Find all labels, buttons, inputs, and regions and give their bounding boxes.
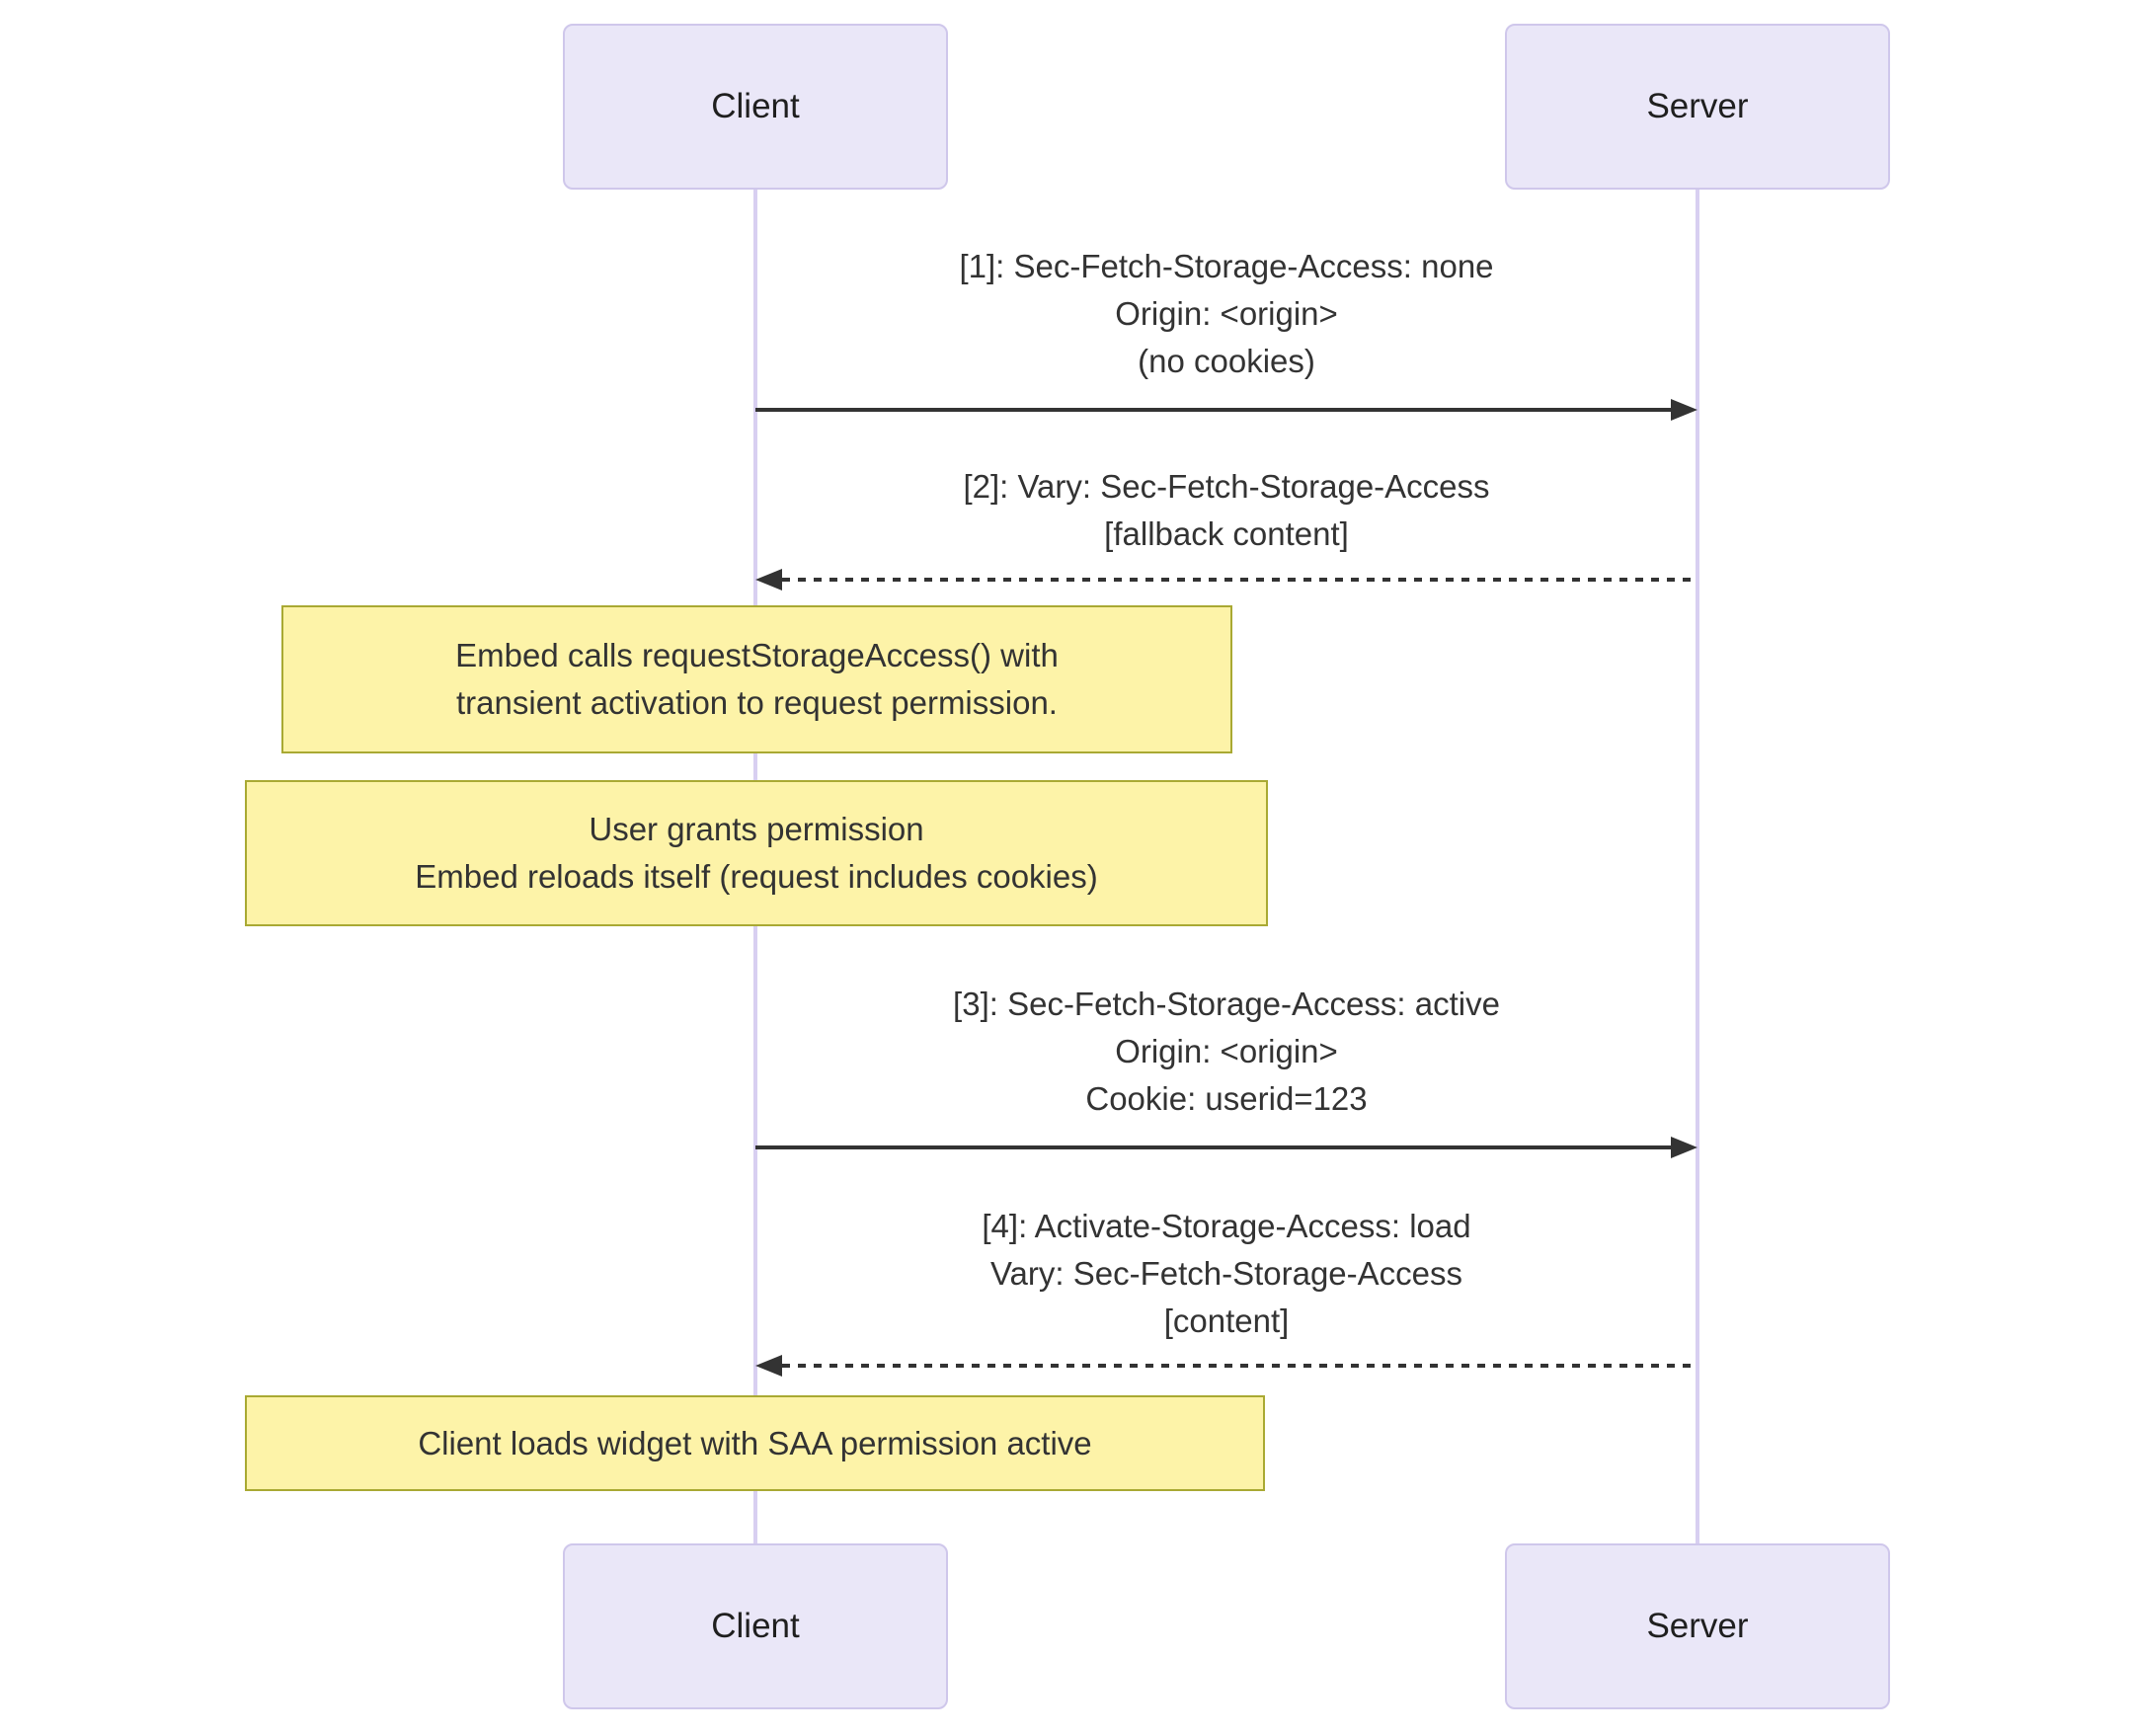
message-3-line-1: [3]: Sec-Fetch-Storage-Access: active — [953, 986, 1500, 1022]
message-3-text: [3]: Sec-Fetch-Storage-Access: active Or… — [755, 981, 1697, 1123]
message-2-line-1: [2]: Vary: Sec-Fetch-Storage-Access — [963, 468, 1490, 505]
message-4-line-2: Vary: Sec-Fetch-Storage-Access — [989, 1255, 1463, 1292]
message-2-line-2: [fallback content] — [1104, 515, 1349, 552]
message-3-line-2: Origin: <origin> — [1115, 1033, 1338, 1069]
lifeline-server — [1696, 190, 1699, 1543]
note-1-line-2: transient activation to request permissi… — [456, 684, 1058, 721]
actor-box-client-bottom: Client — [563, 1543, 948, 1709]
message-2-text: [2]: Vary: Sec-Fetch-Storage-Access [fal… — [755, 463, 1697, 558]
actor-label-server-bottom: Server — [1646, 1607, 1749, 1645]
actor-box-client-top: Client — [563, 24, 948, 190]
message-4-text: [4]: Activate-Storage-Access: load Vary:… — [755, 1203, 1697, 1345]
message-1-line-3: (no cookies) — [1138, 343, 1315, 379]
message-4-arrow-line — [782, 1364, 1697, 1368]
note-embed-request-permission: Embed calls requestStorageAccess() with … — [281, 605, 1232, 753]
actor-label-server: Server — [1646, 87, 1749, 125]
message-3-arrow-line — [755, 1145, 1672, 1149]
note-2-line-1: User grants permission — [589, 811, 924, 847]
message-3-arrowhead-icon — [1671, 1137, 1697, 1158]
message-1-line-2: Origin: <origin> — [1115, 295, 1338, 332]
message-4-line-1: [4]: Activate-Storage-Access: load — [982, 1208, 1471, 1244]
note-user-grants-permission: User grants permission Embed reloads its… — [245, 780, 1268, 926]
actor-label-client-bottom: Client — [711, 1607, 800, 1645]
message-1-arrowhead-icon — [1671, 399, 1697, 421]
actor-box-server-bottom: Server — [1505, 1543, 1890, 1709]
message-1-arrow-line — [755, 408, 1672, 412]
message-1-line-1: [1]: Sec-Fetch-Storage-Access: none — [959, 248, 1494, 284]
message-2-arrowhead-icon — [755, 569, 782, 591]
message-4-line-3: [content] — [1163, 1302, 1290, 1339]
note-1-line-1: Embed calls requestStorageAccess() with — [455, 637, 1059, 673]
message-3-line-3: Cookie: userid=123 — [1085, 1080, 1368, 1117]
note-client-loads-widget: Client loads widget with SAA permission … — [245, 1395, 1265, 1491]
message-2-arrow-line — [782, 578, 1697, 582]
message-1-text: [1]: Sec-Fetch-Storage-Access: none Orig… — [755, 243, 1697, 385]
message-4-arrowhead-icon — [755, 1355, 782, 1377]
actor-box-server-top: Server — [1505, 24, 1890, 190]
note-3-line-1: Client loads widget with SAA permission … — [418, 1424, 1092, 1461]
note-2-line-2: Embed reloads itself (request includes c… — [415, 858, 1098, 895]
actor-label-client: Client — [711, 87, 800, 125]
